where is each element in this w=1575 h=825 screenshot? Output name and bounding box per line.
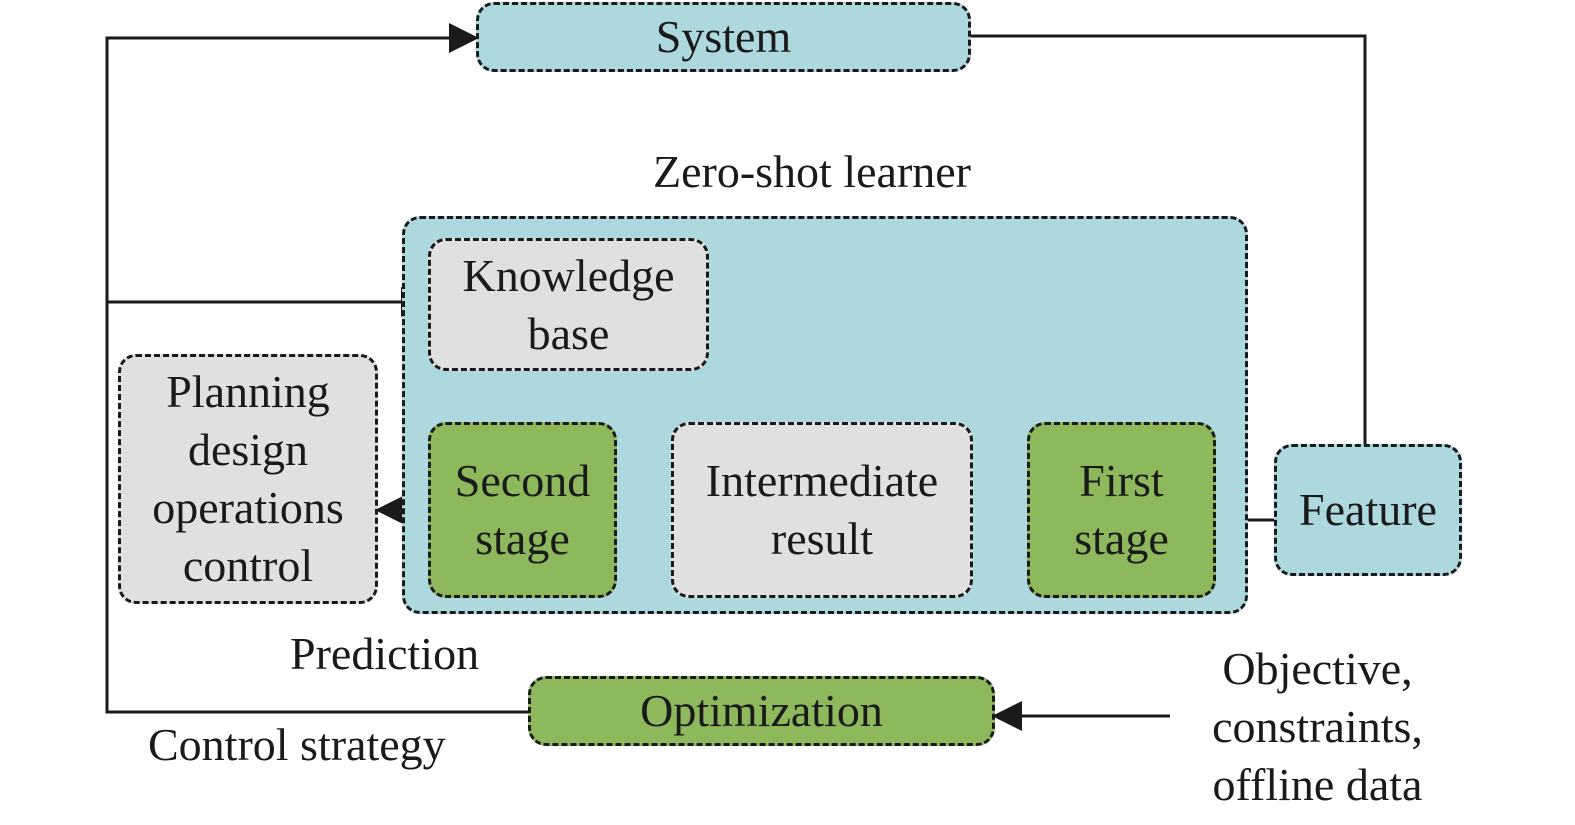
first-stage-label: First stage (1074, 455, 1169, 564)
objective-label: Objective, constraints, offline data (1212, 643, 1423, 810)
planning-box: Planning design operations control (118, 354, 378, 604)
feature-box: Feature (1274, 444, 1462, 576)
knowledge-base-box: Knowledge base (428, 238, 709, 371)
second-stage-box: Second stage (428, 422, 617, 598)
system-box: System (476, 2, 971, 72)
intermediate-result-box: Intermediate result (671, 422, 973, 598)
system-label: System (655, 11, 792, 62)
control-strategy-label: Control strategy (148, 719, 446, 770)
optimization-label: Optimization (640, 685, 883, 736)
system-to-feature-line (970, 34, 1367, 444)
feature-label: Feature (1299, 484, 1437, 535)
planning-label: Planning design operations control (152, 366, 344, 591)
control-strategy-line (105, 23, 530, 714)
second-stage-label: Second stage (454, 455, 591, 564)
prediction-label: Prediction (290, 628, 480, 679)
learner-title: Zero-shot learner (653, 146, 972, 197)
first-stage-box: First stage (1027, 422, 1216, 598)
intermediate-result-label: Intermediate result (705, 455, 939, 564)
knowledge-base-label: Knowledge base (462, 249, 675, 359)
optimization-box: Optimization (528, 676, 995, 746)
